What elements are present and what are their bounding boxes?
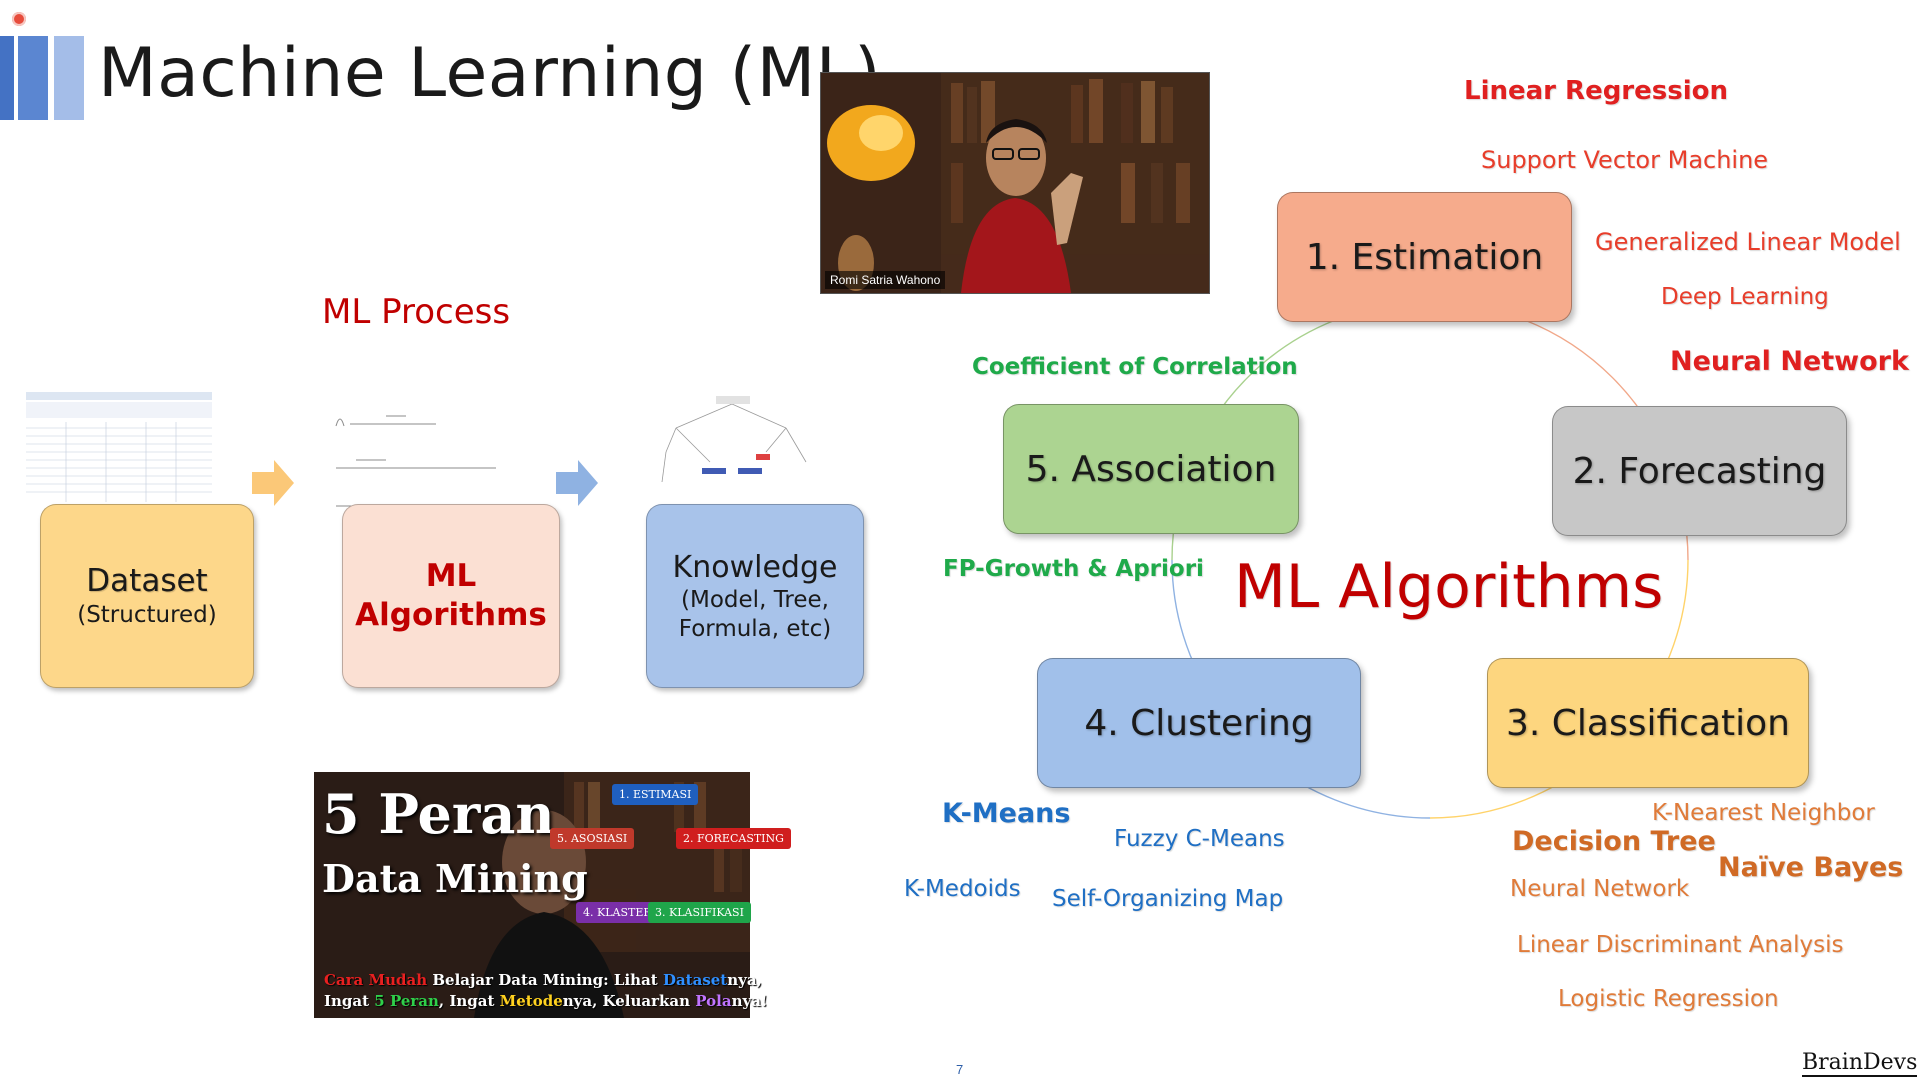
algo-linear-regression: Linear Regression: [1464, 76, 1728, 106]
algo-k-means: K-Means: [942, 798, 1071, 829]
page-number: 7: [956, 1062, 964, 1077]
algo-linear-discriminant-analysis: Linear Discriminant Analysis: [1517, 932, 1844, 958]
chip-estimasi: 1. ESTIMASI: [612, 784, 699, 805]
ml-algorithms-center-label: ML Algorithms: [1234, 552, 1664, 622]
algo-fp-growth-apriori: FP-Growth & Apriori: [943, 556, 1204, 582]
algo-coefficient-of-correlation: Coefficient of Correlation: [972, 354, 1298, 380]
algo-naive-bayes: Naïve Bayes: [1718, 852, 1904, 883]
presenter-video-frame: [821, 73, 1209, 293]
estimation-label: 1. Estimation: [1305, 236, 1544, 278]
knowledge-box: Knowledge (Model, Tree, Formula, etc): [646, 504, 864, 688]
algo-support-vector-machine: Support Vector Machine: [1481, 146, 1769, 174]
forecasting-box: 2. Forecasting: [1552, 406, 1847, 536]
caption-part: 5 Peran: [374, 992, 439, 1010]
chip-klasifikasi: 3. KLASIFIKASI: [648, 902, 751, 923]
caption-part: Ingat: [324, 992, 375, 1010]
caption-part: nya!: [731, 992, 768, 1010]
presenter-name-label: Romi Satria Wahono: [825, 271, 946, 289]
tree-thumbnail: [636, 392, 828, 512]
thumbnail-headline-2: Data Mining: [322, 856, 588, 901]
ml-algorithms-process-box: ML Algorithms: [342, 504, 560, 688]
title-accent-bar-1: [0, 36, 14, 120]
algo-self-organizing-map: Self-Organizing Map: [1052, 886, 1284, 912]
algo-decision-tree: Decision Tree: [1512, 826, 1716, 857]
thumbnail-caption-line-1: Cara Mudah Belajar Data Mining: Lihat Da…: [324, 970, 768, 991]
algo-k-medoids: K-Medoids: [904, 876, 1021, 902]
arrow-right-icon: [252, 460, 294, 506]
classification-label: 3. Classification: [1506, 702, 1790, 744]
knowledge-title: Knowledge: [672, 549, 838, 585]
clustering-box: 4. Clustering: [1037, 658, 1361, 788]
caption-part: nya,: [727, 971, 762, 989]
algo-fuzzy-c-means: Fuzzy C-Means: [1114, 826, 1285, 852]
caption-part: Pola: [695, 992, 732, 1010]
algo-deep-learning: Deep Learning: [1661, 284, 1829, 310]
ml-process-heading: ML Process: [322, 292, 511, 332]
chip-asosiasi: 5. ASOSIASI: [550, 828, 635, 849]
estimation-box: 1. Estimation: [1277, 192, 1572, 322]
brand-logo: BrainDevs: [1802, 1050, 1918, 1077]
algo-logistic-regression: Logistic Regression: [1558, 986, 1779, 1012]
title-accent-bar-3: [54, 36, 84, 120]
presenter-video[interactable]: Romi Satria Wahono: [820, 72, 1210, 294]
thumbnail-caption: Cara Mudah Belajar Data Mining: Lihat Da…: [324, 970, 768, 1012]
arrow-right-icon: [556, 460, 598, 506]
association-box: 5. Association: [1003, 404, 1299, 534]
forecasting-label: 2. Forecasting: [1572, 450, 1827, 492]
thumbnail-headline-1: 5 Peran: [322, 782, 555, 846]
association-label: 5. Association: [1025, 448, 1277, 490]
title-accent-bar-2: [18, 36, 48, 120]
ml-algorithms-line1: ML: [425, 558, 477, 595]
recording-icon: [12, 12, 26, 26]
caption-part: Dataset: [662, 971, 728, 989]
algo-k-nearest-neighbor: K-Nearest Neighbor: [1652, 800, 1875, 826]
caption-part: nya, Keluarkan: [562, 992, 696, 1010]
caption-part: Belajar Data Mining: Lihat: [427, 971, 663, 989]
ml-algorithms-line2: Algorithms: [355, 597, 547, 633]
caption-part: Metode: [499, 992, 563, 1010]
clustering-label: 4. Clustering: [1084, 702, 1314, 744]
dataset-box: Dataset (Structured): [40, 504, 254, 688]
classification-box: 3. Classification: [1487, 658, 1809, 788]
slide-title: Machine Learning (ML): [98, 34, 882, 113]
caption-part: , Ingat: [438, 992, 500, 1010]
caption-part: Cara Mudah: [324, 971, 428, 989]
knowledge-subtitle-2: Formula, etc): [678, 615, 832, 642]
thumbnail-caption-line-2: Ingat 5 Peran, Ingat Metodenya, Keluarka…: [324, 991, 768, 1012]
knowledge-subtitle-1: (Model, Tree,: [681, 587, 829, 613]
algo-neural-network-estimation: Neural Network: [1670, 346, 1909, 377]
chip-forecasting: 2. FORECASTING: [676, 828, 791, 849]
video-thumbnail[interactable]: 5 Peran Data Mining 1. ESTIMASI 5. ASOSI…: [314, 772, 791, 1018]
dataset-subtitle: (Structured): [77, 602, 217, 628]
algo-neural-network-classification: Neural Network: [1510, 876, 1690, 902]
dataset-title: Dataset: [86, 563, 208, 600]
algo-generalized-linear-model: Generalized Linear Model: [1595, 228, 1901, 256]
